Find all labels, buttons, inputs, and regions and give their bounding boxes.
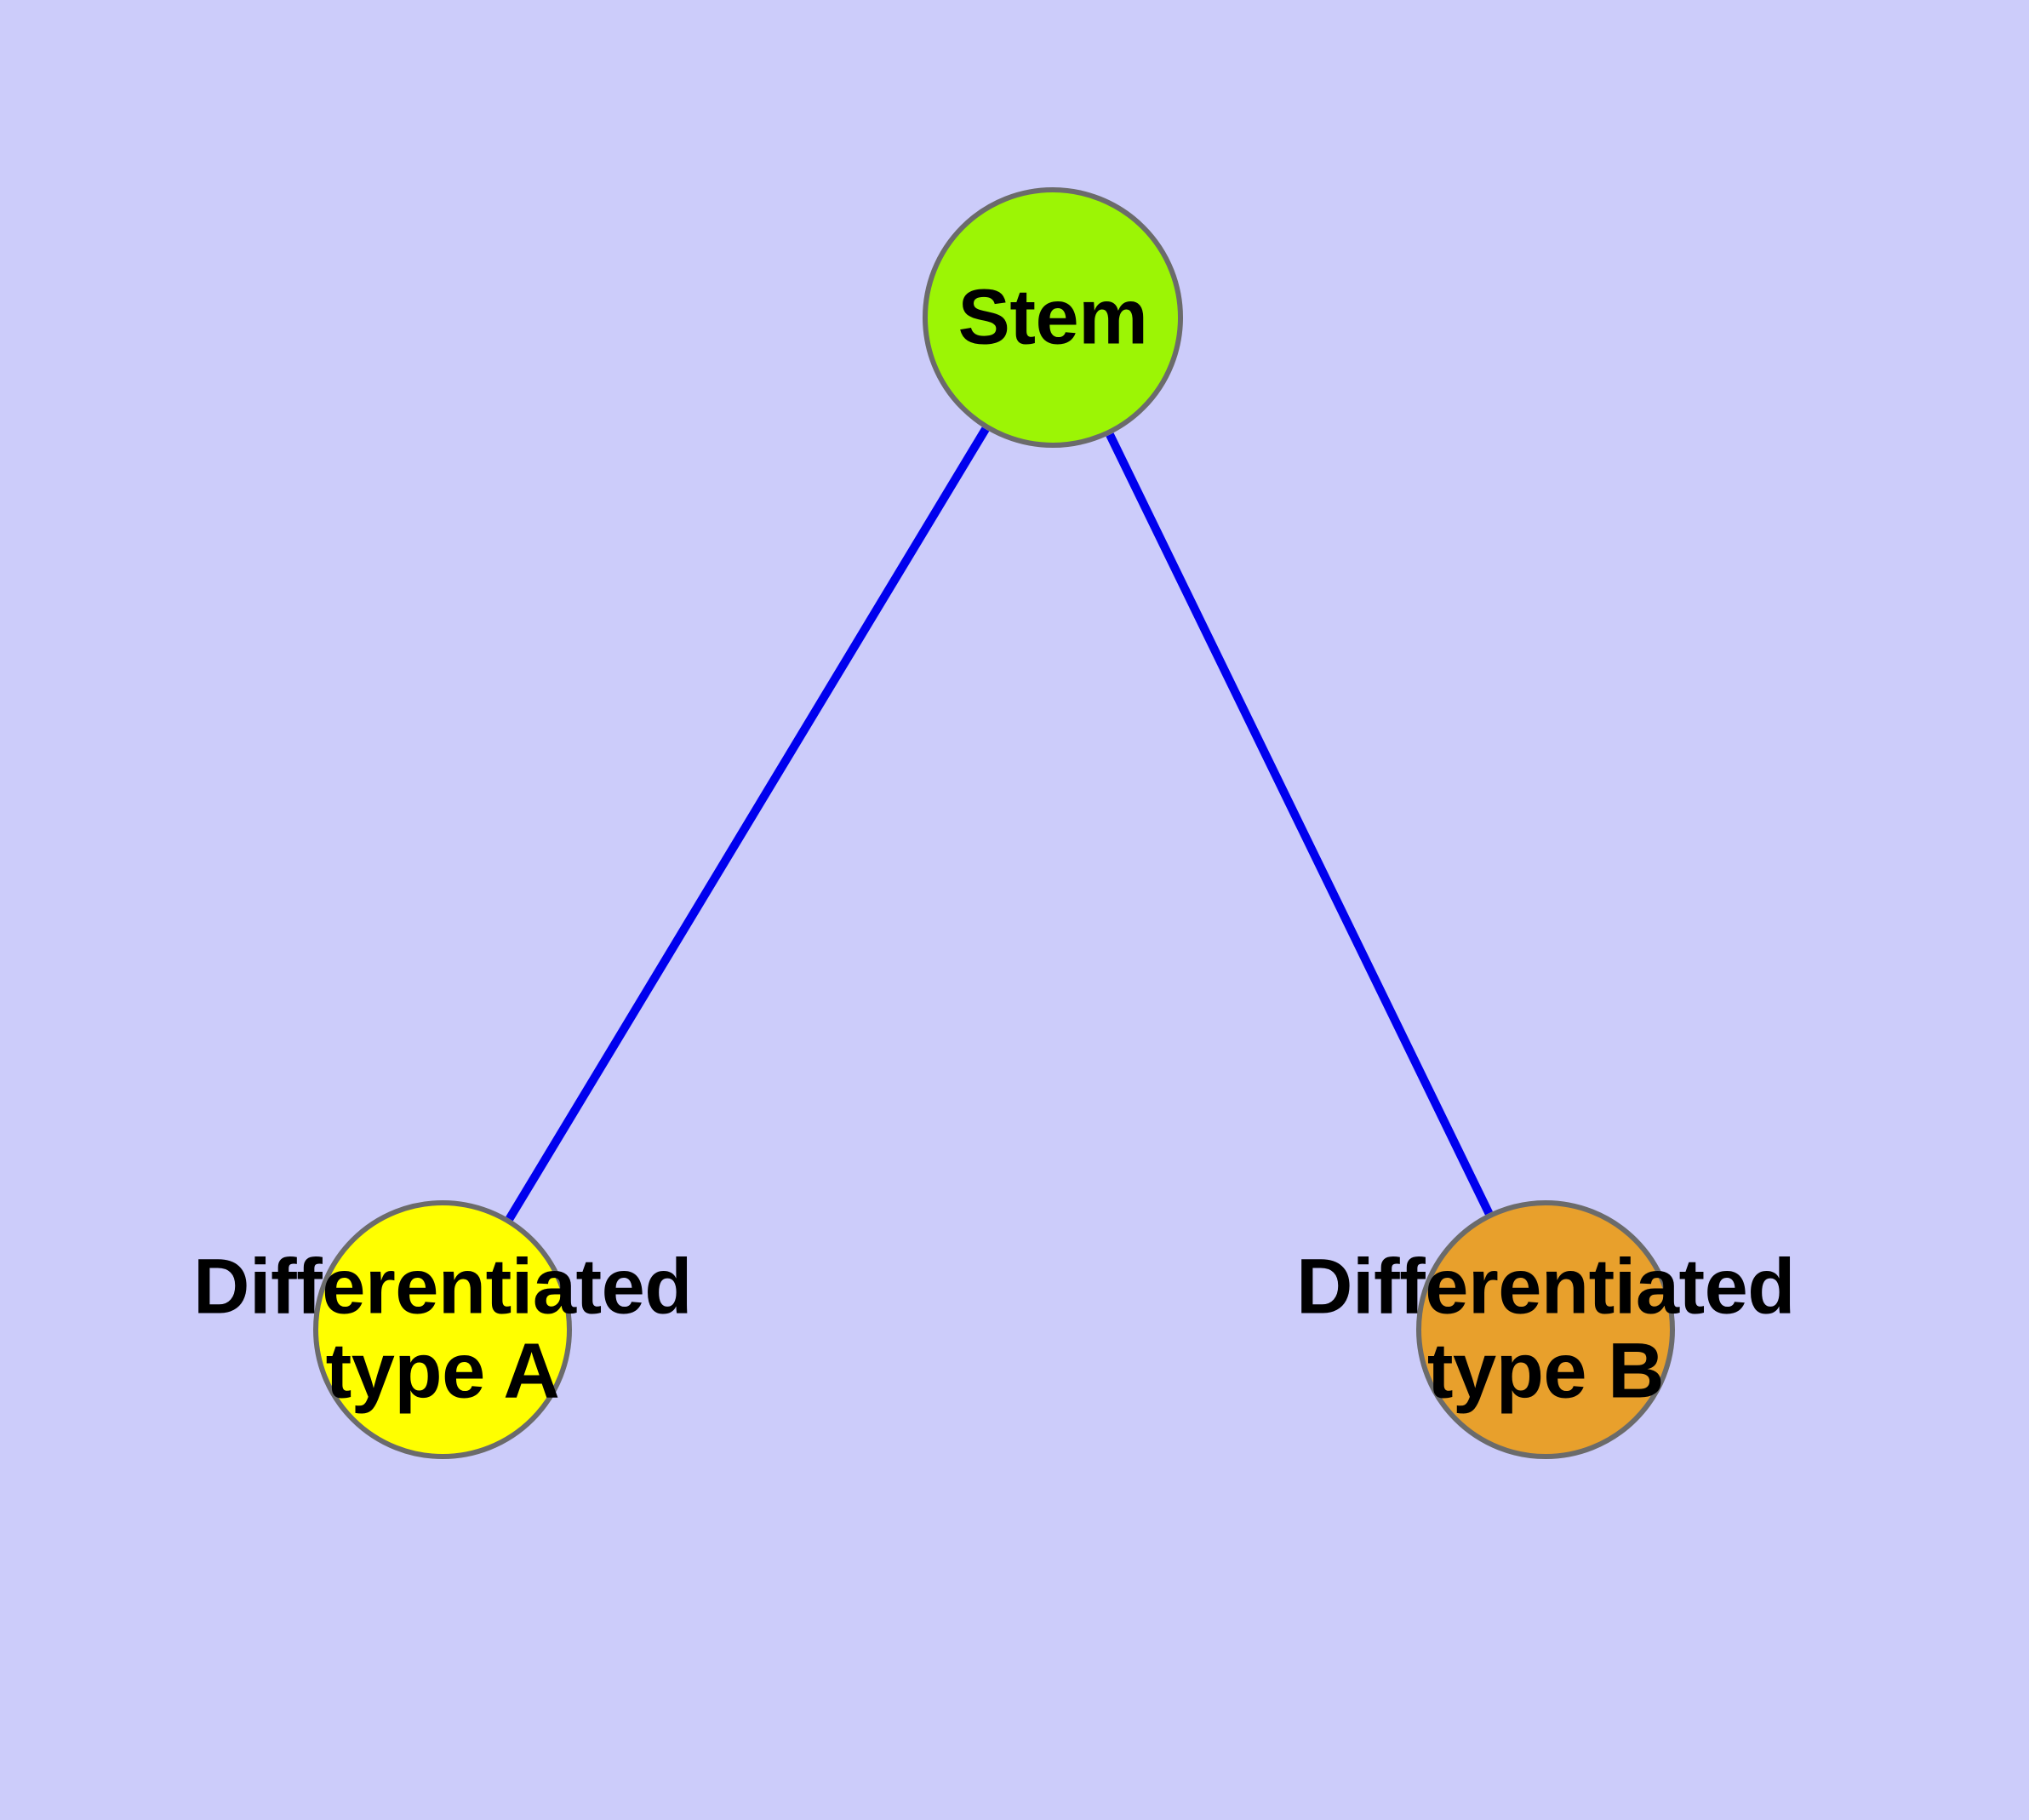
edge-stem-to-differentiated-type-a[interactable] [506,426,990,1222]
node-stem-label: Stem [957,273,1148,361]
edge-stem-to-differentiated-type-b[interactable] [1106,432,1493,1216]
node-stem[interactable]: Stem [923,187,1183,448]
